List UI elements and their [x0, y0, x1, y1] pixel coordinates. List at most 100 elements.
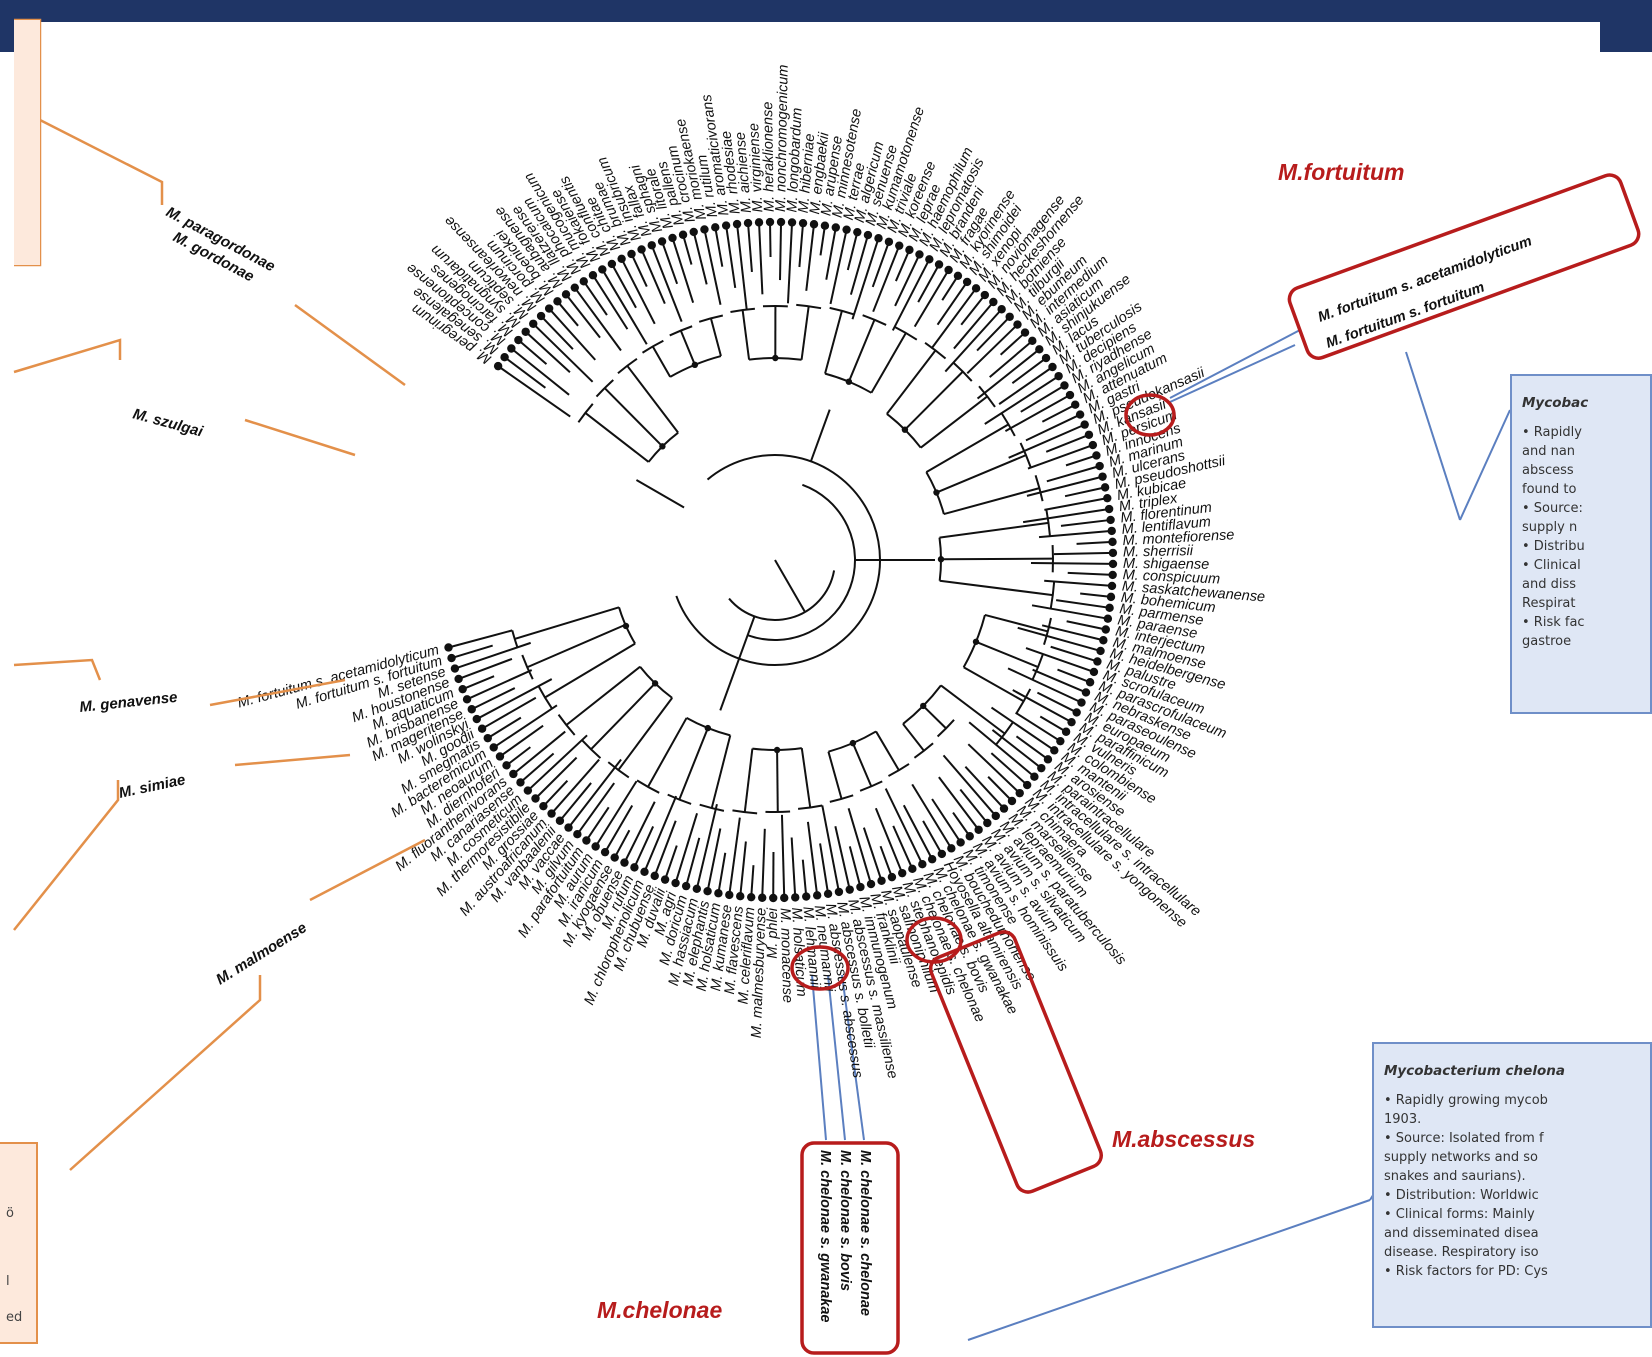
leaf-node [689, 227, 698, 237]
species-label: M. monacense [777, 908, 796, 1004]
leaf-node [1108, 548, 1118, 558]
leaf-node [895, 241, 904, 250]
leaf-node [483, 733, 492, 743]
leaf-node [1022, 780, 1032, 790]
highlight-label-abscessus: M.abscessus [1112, 1126, 1255, 1152]
leaf-node [1080, 420, 1089, 429]
leaf-branch [706, 828, 722, 892]
clade-branch [647, 717, 688, 788]
clade-branch [651, 346, 672, 378]
clade-arc [698, 314, 724, 323]
leaf-node [579, 277, 588, 286]
species-label: M. aichiense [733, 131, 755, 213]
highlight-label-chelonae: M.chelonae [597, 1297, 722, 1323]
internal-node [849, 739, 857, 747]
leaf-branch [872, 245, 901, 313]
leaf-node [493, 361, 503, 371]
leaf-node [908, 864, 917, 874]
clade-arc [798, 804, 823, 810]
leaf-node [884, 237, 894, 246]
leaf-branch [819, 225, 826, 256]
clade-branch [514, 606, 620, 640]
leaf-node [514, 335, 523, 345]
clade-branch [800, 747, 812, 808]
leaf-node [681, 881, 691, 891]
internal-node [937, 556, 945, 563]
leaf-branch [505, 746, 531, 767]
leaf-branch [894, 249, 911, 282]
leaf-branch [1031, 604, 1109, 620]
species-label: M. malmesburyense [749, 907, 770, 1038]
leaf-branch [448, 629, 513, 649]
clade-arc [728, 570, 836, 621]
clade-branch [800, 306, 810, 360]
leaf-node [610, 853, 619, 862]
leaf-branch [769, 222, 772, 258]
leaf-node [700, 225, 709, 234]
info-card-chelonae-title: Mycobacterium chelona [1384, 1063, 1565, 1079]
clade-branch [774, 559, 806, 613]
clade-branch [824, 310, 843, 374]
leaf-node [736, 892, 745, 901]
leaf-node [640, 867, 649, 876]
leaf-node [999, 804, 1009, 813]
leaf-node [1060, 381, 1069, 390]
leaf-branch [611, 263, 637, 309]
leaf-branch [871, 241, 890, 288]
leaf-branch [540, 315, 574, 350]
clade-arc [1031, 653, 1044, 681]
leaf-node [509, 769, 518, 779]
leaf-node [671, 878, 680, 888]
internal-node [704, 724, 712, 732]
leaf-branch [849, 234, 869, 295]
leaf-node [598, 265, 607, 274]
leaf-branch [1025, 647, 1095, 673]
clade-branch [809, 409, 831, 462]
leaf-node [544, 304, 554, 313]
clade-branch [922, 705, 947, 730]
header-band [0, 0, 1600, 22]
leaf-branch [1012, 689, 1073, 724]
leaf-branch [1056, 599, 1110, 609]
clade-branch [943, 487, 1040, 516]
leaf-node [1108, 559, 1118, 569]
clade-branch [719, 616, 756, 711]
clade-arc [829, 306, 855, 316]
clade-branch [526, 623, 626, 669]
clade-arc [667, 793, 692, 805]
tree-branches [448, 222, 1113, 899]
leaf-node [965, 832, 974, 841]
leaf-node [1088, 440, 1098, 450]
leaf-branch [805, 224, 815, 291]
leaf-branch [604, 804, 634, 853]
leaf-branch [661, 241, 679, 285]
leaf-node [1101, 625, 1110, 634]
leaf-node [472, 714, 481, 724]
leaf-branch [573, 287, 622, 352]
internal-node [622, 622, 630, 630]
chelonae-box-line-3: M. chelonae s. gwanakae [817, 1150, 833, 1322]
leaf-branch [643, 795, 678, 873]
leaf-branch [556, 300, 579, 327]
leaf-branch [984, 375, 1060, 425]
leaf-node [905, 245, 914, 255]
leaf-node [1013, 320, 1022, 329]
leaf-branch [462, 675, 495, 691]
clade-arc [557, 714, 576, 736]
leaf-branch [913, 269, 950, 328]
leaf-node [842, 225, 851, 234]
leaf-node [570, 283, 579, 292]
internal-node [933, 489, 940, 496]
leaf-branch [517, 339, 548, 365]
leaf-branch [454, 641, 531, 670]
leaf-node [1100, 483, 1110, 492]
clade-branch [710, 735, 732, 809]
clade-branch [975, 640, 1039, 668]
clade-branch [544, 642, 636, 699]
leaf-branch [630, 253, 648, 287]
leaf-node [467, 705, 476, 714]
leaf-branch [1080, 592, 1112, 598]
leaf-node [887, 872, 897, 882]
clade-branch [603, 387, 664, 448]
leaf-node [447, 653, 456, 663]
